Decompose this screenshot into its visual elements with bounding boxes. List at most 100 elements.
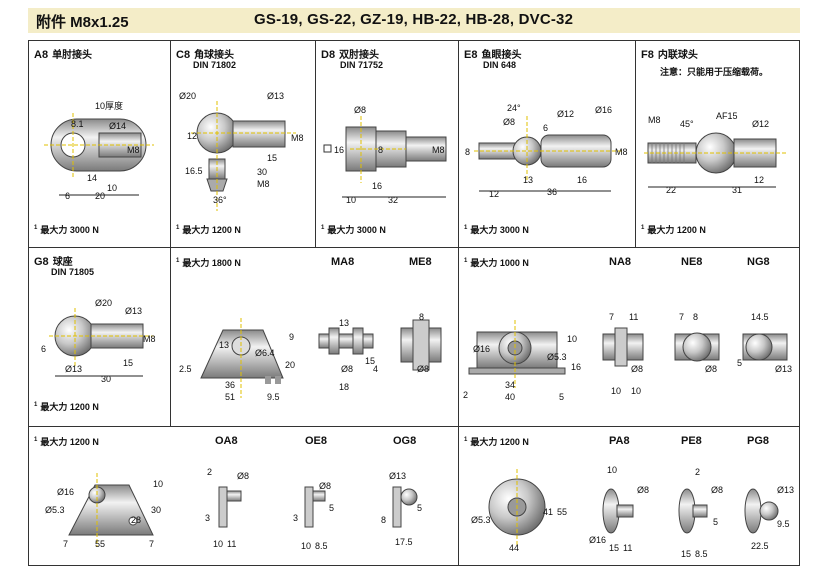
dim: 55 (557, 507, 567, 517)
dim: 3 (293, 513, 298, 523)
e8-drawing: 24° Ø8 Ø12 Ø16 6 8 M8 13 12 36 16 (465, 103, 628, 199)
dim: Ø16 (57, 487, 74, 497)
dim: 10 (153, 479, 163, 489)
dim: 10 (213, 539, 223, 549)
dim: 10 (567, 334, 577, 344)
dim: 2 (463, 390, 468, 400)
dim: M8 (127, 145, 140, 155)
variant-title-pe8: PE8 (681, 435, 702, 447)
dim: 7 (609, 312, 614, 322)
dim: 8.5 (695, 549, 708, 559)
dim: 34 (505, 380, 515, 390)
dim: 15 (267, 153, 277, 163)
dim: 12 (754, 175, 764, 185)
dim: M8 (648, 115, 661, 125)
din-standard: DIN 71802 (193, 60, 237, 70)
dim: 20 (95, 191, 105, 201)
dim: 3 (205, 513, 210, 523)
dim: 11 (623, 543, 632, 553)
model-list: GS-19, GS-22, GZ-19, HB-22, HB-28, DVC-3… (254, 11, 574, 28)
dim: M8 (291, 133, 304, 143)
max-force: 最大力 1200 N (182, 225, 241, 235)
dim: 15 (681, 549, 691, 559)
oa8-oe8-og8-drawing: 10 Ø16 Ø5.3 28 30 55 7 7 2 Ø8 3 10 11 Ø8… (45, 467, 422, 551)
dim: 14.5 (751, 312, 769, 322)
dim: 18 (339, 382, 349, 392)
dim: 5 (737, 358, 742, 368)
dim: AF15 (716, 111, 738, 121)
dim: 10 (611, 386, 621, 396)
dim: Ø13 (389, 471, 406, 481)
part-code: G8 (34, 256, 49, 268)
dim: 5 (713, 517, 718, 527)
dim: 41 (543, 507, 553, 517)
dim: 20 (285, 360, 295, 370)
part-name: 角球接头 (194, 50, 235, 61)
dim: 8 (378, 145, 383, 155)
dim: Ø8 (631, 364, 643, 374)
f8-drawing: M8 45° AF15 Ø12 12 22 31 (644, 111, 786, 195)
din-standard: DIN 648 (483, 60, 517, 70)
dim: Ø8 (417, 364, 429, 374)
dim: 9.5 (777, 519, 790, 529)
dim: 55 (95, 539, 105, 549)
dim: Ø13 (125, 306, 142, 316)
g8-drawing: Ø20 Ø13 6 M8 15 Ø13 30 (41, 298, 156, 384)
dim: 8 (419, 312, 424, 322)
dim: Ø13 (267, 91, 284, 101)
max-force: 最大力 1200 N (40, 402, 99, 412)
part-name: 双肘接头 (339, 50, 380, 61)
dim: Ø20 (95, 298, 112, 308)
dim: 2 (695, 467, 700, 477)
dim: 10 (107, 183, 117, 193)
dim: Ø8 (237, 471, 249, 481)
dim: Ø8 (354, 105, 366, 115)
variant-title-oe8: OE8 (305, 435, 328, 447)
dim: 8.1 (71, 119, 84, 129)
din-standard: DIN 71805 (51, 267, 95, 277)
part-code: A8 (34, 49, 49, 61)
dim: 14 (87, 173, 97, 183)
dim: 10 (607, 465, 617, 475)
dim: 36 (547, 187, 557, 197)
dim: 16 (372, 181, 382, 191)
dim: 15 (609, 543, 619, 553)
dim: 30 (151, 505, 161, 515)
part-code: E8 (464, 49, 478, 61)
max-force: 最大力 1000 N (470, 258, 529, 268)
part-code: D8 (321, 49, 336, 61)
dim: Ø12 (752, 119, 769, 129)
dim: 16 (571, 362, 581, 372)
dim: 8.5 (315, 541, 328, 551)
dim: 9.5 (267, 392, 280, 402)
dim: Ø5.3 (471, 515, 491, 525)
compression-note: 注意：只能用于压缩载荷。 (660, 67, 769, 77)
page-header: 附件 M8x1.25 GS-19, GS-22, GZ-19, HB-22, H… (28, 8, 800, 33)
variant-title-ma8: MA8 (331, 256, 355, 268)
max-force: 最大力 1200 N (40, 437, 99, 447)
dim: M8 (615, 147, 628, 157)
dim: Ø8 (319, 481, 331, 491)
dim: 12 (489, 189, 499, 199)
dim: Ø8 (341, 364, 353, 374)
din-standard: DIN 71752 (340, 60, 384, 70)
dim: 6 (65, 191, 70, 201)
dim: Ø8 (705, 364, 717, 374)
max-force: 最大力 3000 N (327, 225, 386, 235)
dim: 30 (101, 374, 111, 384)
dim: 28 (131, 515, 141, 525)
dim: 15 (365, 356, 375, 366)
na8-ne8-ng8-drawing: 10 Ø16 Ø5.3 16 2 34 40 5 7 11 Ø8 10 10 7… (463, 312, 792, 402)
dim: 45° (680, 119, 694, 129)
a8-drawing: 10厚度 8.1 Ø14 M8 14 10 6 20 (44, 100, 154, 201)
dim: Ø16 (473, 344, 490, 354)
max-force: 最大力 1800 N (182, 258, 241, 268)
dim: M8 (432, 145, 445, 155)
part-code: C8 (176, 49, 191, 61)
dim: 36° (213, 195, 227, 205)
